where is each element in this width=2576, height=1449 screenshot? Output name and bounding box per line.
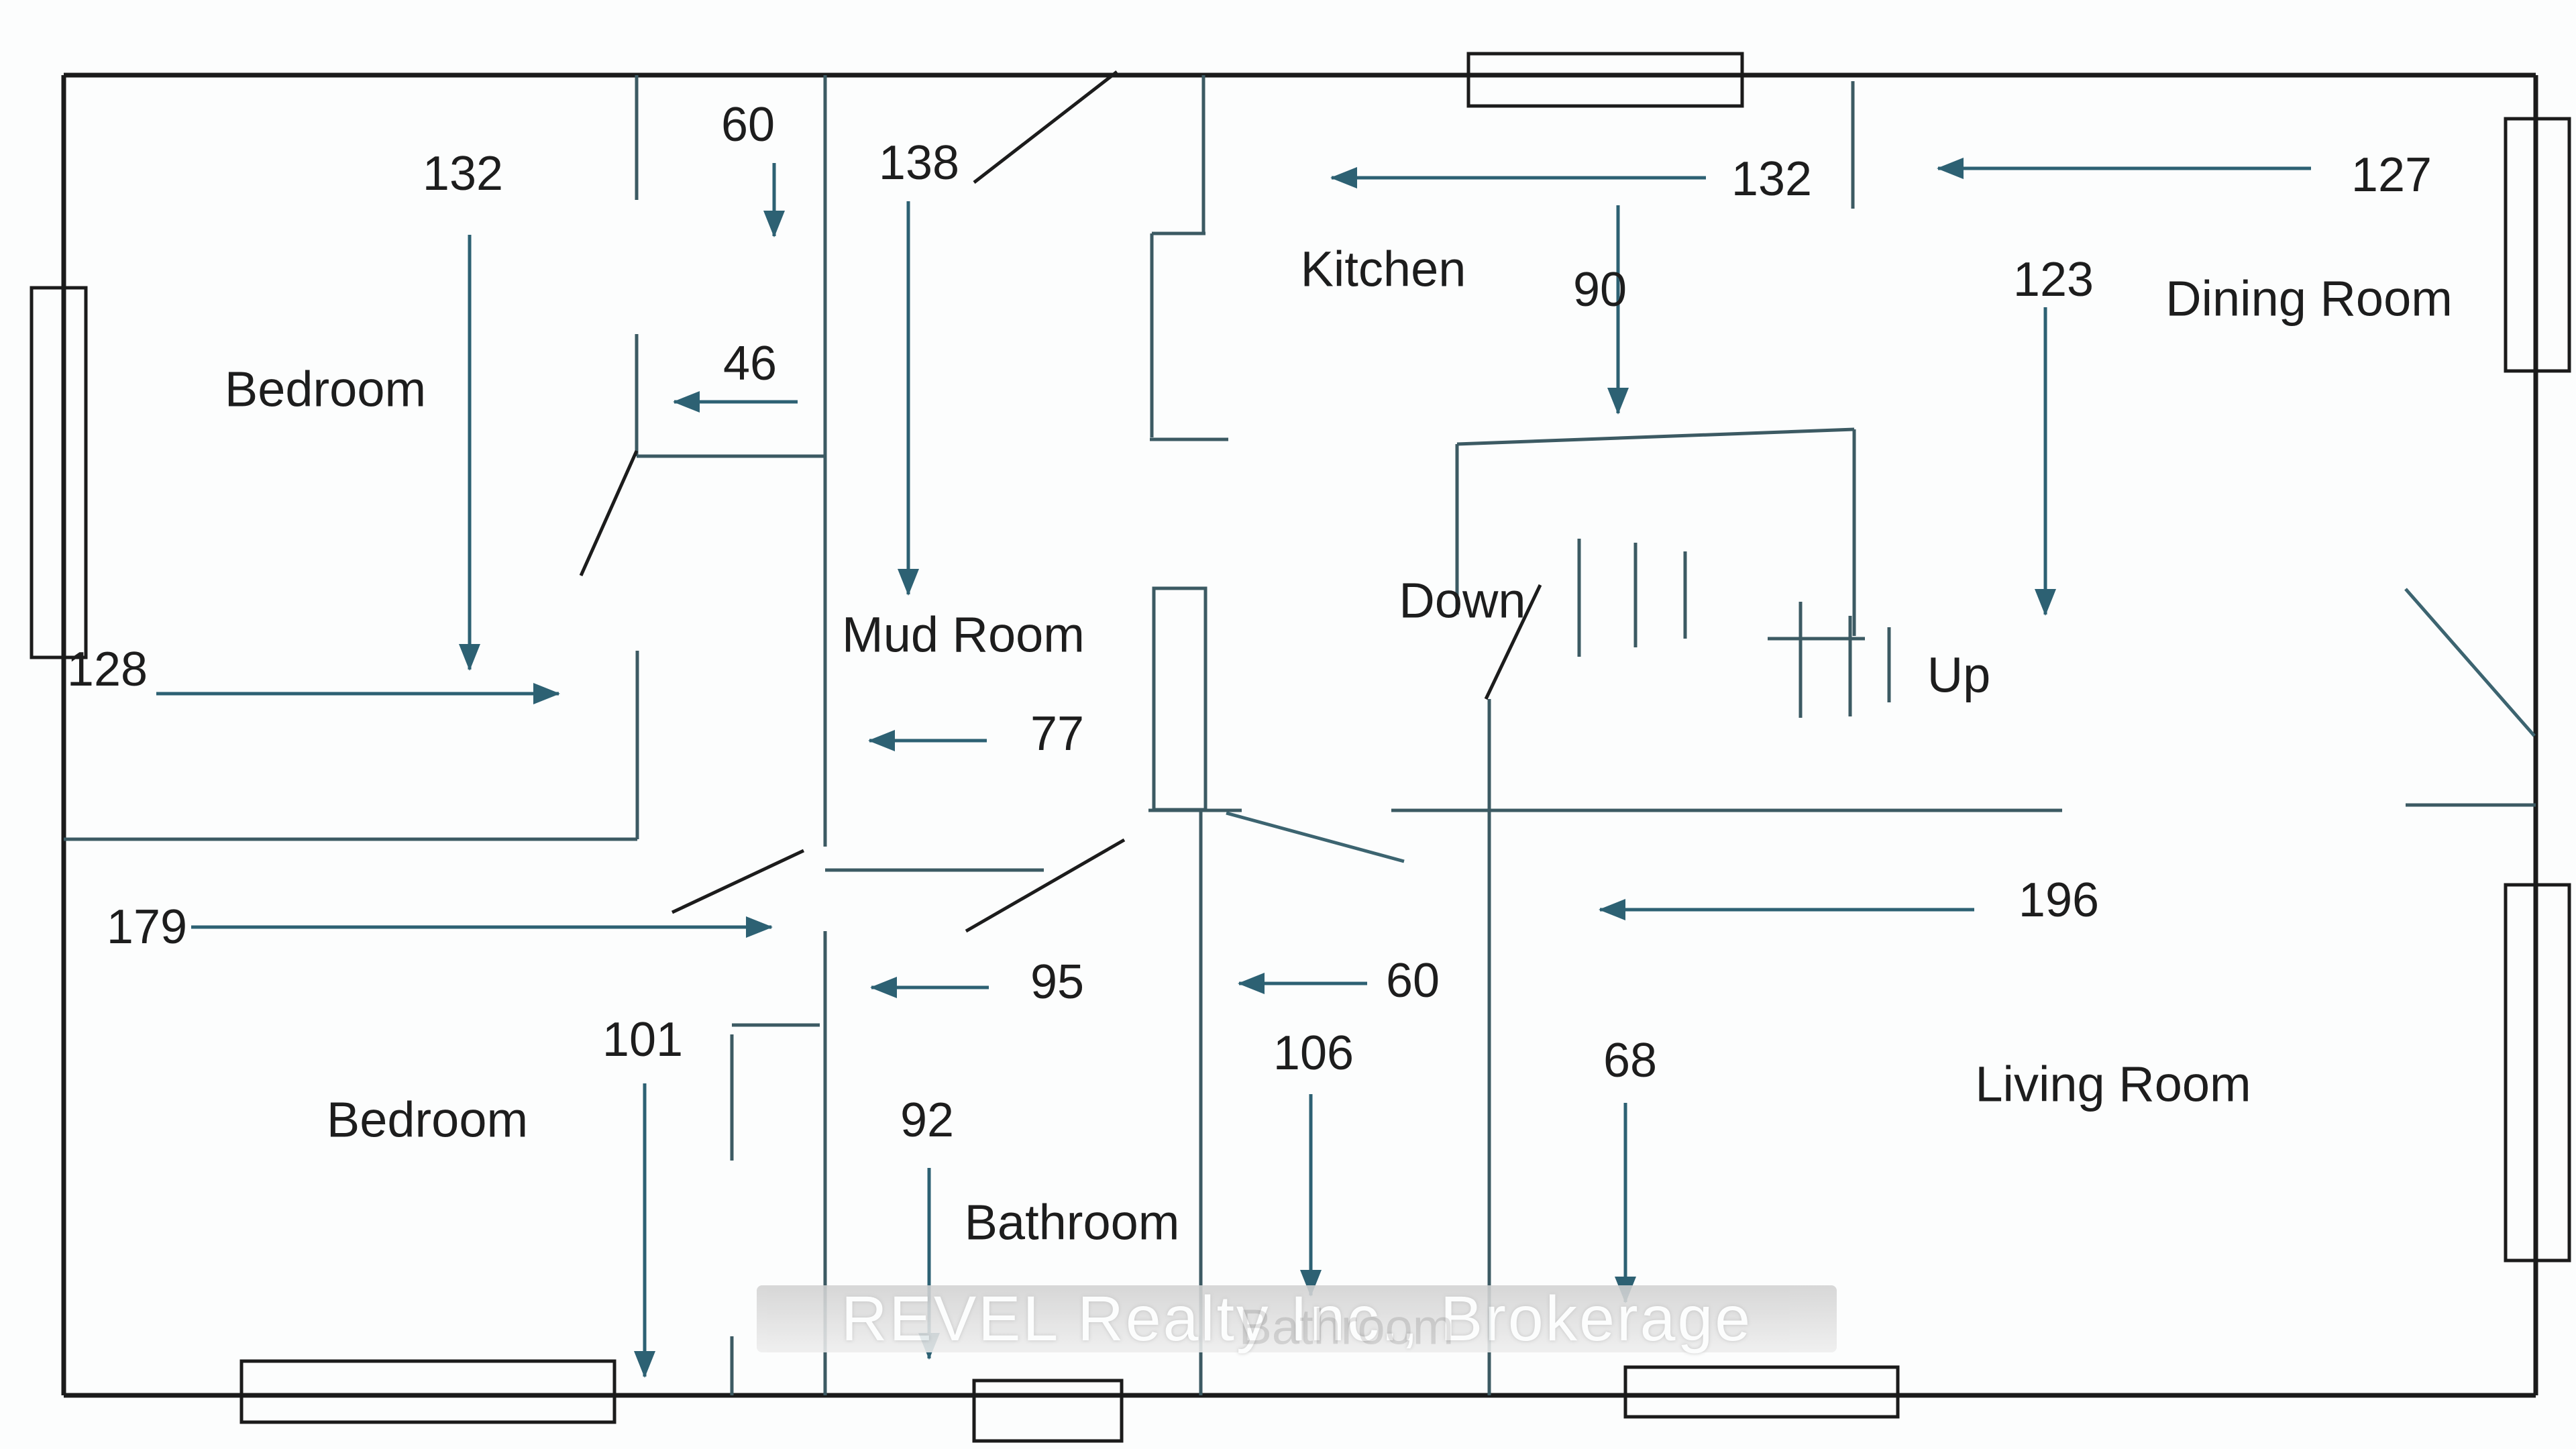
room-label-bathroom: Bathroom [965, 1195, 1180, 1250]
measurement-label-77: 77 [1030, 707, 1084, 761]
watermark: REVEL Realty Inc., Brokerage [757, 1283, 1837, 1354]
measurement-label-60: 60 [721, 98, 775, 152]
door-swing-hall [965, 838, 1126, 933]
measurement-label-196: 196 [2019, 873, 2099, 927]
measurement-label-179: 179 [107, 900, 187, 954]
measurement-label-138: 138 [879, 136, 959, 190]
room-label-up: Up [1927, 647, 1991, 703]
measurement-label-95: 95 [1030, 955, 1084, 1009]
measurement-label-101: 101 [602, 1013, 683, 1067]
door-leaf-rect [1152, 586, 1208, 812]
measurement-label-132: 132 [1731, 152, 1812, 206]
door-swing-stairs-down [1484, 584, 1542, 700]
measurement-label-46: 46 [723, 337, 777, 390]
door-swing-bath-hall [1226, 811, 1405, 863]
measurement-label-127: 127 [2351, 148, 2432, 202]
room-label-living-room: Living Room [1975, 1057, 2251, 1112]
measurement-label-132: 132 [423, 147, 503, 201]
window-right-dining [2504, 117, 2571, 373]
measurement-label-123: 123 [2013, 253, 2094, 307]
window-bottom-hall [972, 1379, 1124, 1443]
window-right-living [2504, 883, 2571, 1263]
measurement-label-60: 60 [1386, 954, 1440, 1008]
door-swing-bedroom2 [671, 849, 805, 914]
room-label-bedroom: Bedroom [327, 1092, 528, 1148]
measurement-label-68: 68 [1603, 1034, 1657, 1087]
room-label-mud-room: Mud Room [842, 607, 1085, 663]
door-swing-bedroom1 [579, 449, 639, 577]
door-swing-top [973, 70, 1118, 184]
window-bottom-living [1623, 1365, 1900, 1419]
interior-wall [1456, 427, 1855, 446]
room-label-dining-room: Dining Room [2165, 271, 2453, 327]
window-left [30, 286, 88, 659]
room-label-down: Down [1399, 573, 1525, 629]
room-label-bedroom: Bedroom [225, 362, 426, 417]
window-top-kitchen [1466, 52, 1744, 108]
door-swing-dining-living [2404, 588, 2536, 737]
measurement-label-90: 90 [1573, 263, 1627, 317]
room-label-kitchen: Kitchen [1301, 241, 1466, 297]
measurement-label-128: 128 [67, 643, 148, 696]
measurement-label-92: 92 [900, 1093, 954, 1147]
measurement-label-106: 106 [1273, 1026, 1354, 1080]
window-bottom-bedroom [239, 1359, 616, 1424]
